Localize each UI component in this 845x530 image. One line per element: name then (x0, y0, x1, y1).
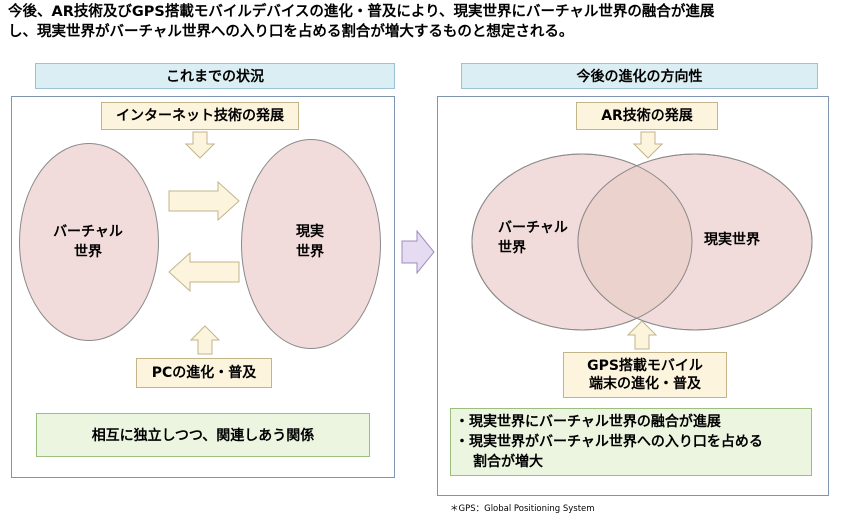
virtual-world-line-1: バーチャル (53, 224, 123, 240)
intro-text: 今後、AR技術及びGPS搭載モバイルデバイスの進化・普及により、現実世界にバーチ… (8, 2, 840, 42)
gps-footnote: ＊GPS：Global Positioning System (450, 504, 595, 514)
up-arrow-icon-right (627, 320, 657, 350)
real-world-label: 現実 世界 (241, 222, 379, 262)
transition-arrow-icon (401, 230, 435, 274)
right-arrow-icon (168, 181, 240, 221)
up-arrow-icon (190, 325, 220, 355)
summary-bullet-1: ・現実世界にバーチャル世界の融合が進展 (455, 414, 721, 430)
relationship-summary: 相互に独立しつつ、関連しあう関係 (36, 413, 370, 457)
overlap-region (578, 154, 692, 330)
real-world-line-2: 世界 (296, 244, 324, 260)
right-header: 今後の進化の方向性 (461, 63, 818, 89)
future-summary: ・現実世界にバーチャル世界の融合が進展 ・現実世界がバーチャル世界への入り口を占… (450, 408, 812, 476)
venn-diagram (471, 153, 813, 331)
intro-line-2: し、現実世界がバーチャル世界への入り口を占める割合が増大するものと想定される。 (8, 24, 574, 40)
gps-mobile-line-1: GPS搭載モバイル (587, 358, 703, 374)
virtual-world-label: バーチャル 世界 (19, 222, 157, 262)
virtual-world-line-2: 世界 (74, 244, 102, 260)
gps-mobile-label: GPS搭載モバイル 端末の進化・普及 (563, 352, 727, 398)
virtual-world-ellipse (19, 143, 159, 341)
down-arrow-icon (185, 131, 215, 159)
ar-tech-label: AR技術の発展 (576, 102, 718, 130)
gps-mobile-line-2: 端末の進化・普及 (589, 376, 701, 392)
venn-virtual-line-2: 世界 (498, 240, 526, 256)
intro-line-1: 今後、AR技術及びGPS搭載モバイルデバイスの進化・普及により、現実世界にバーチ… (8, 4, 715, 20)
real-world-ellipse (241, 139, 381, 349)
down-arrow-icon-right (633, 131, 663, 159)
venn-virtual-line-1: バーチャル (498, 220, 568, 236)
left-arrow-icon (168, 252, 240, 292)
venn-virtual-label: バーチャル 世界 (498, 218, 578, 258)
left-header: これまでの状況 (35, 63, 395, 89)
summary-bullet-2-line-1: ・現実世界がバーチャル世界への入り口を占める (455, 434, 763, 450)
summary-bullet-2-line-2: 割合が増大 (473, 454, 543, 470)
internet-tech-label: インターネット技術の発展 (101, 102, 299, 130)
pc-evolution-label: PCの進化・普及 (136, 358, 272, 388)
venn-real-label: 現実世界 (704, 232, 760, 248)
real-world-line-1: 現実 (296, 224, 324, 240)
